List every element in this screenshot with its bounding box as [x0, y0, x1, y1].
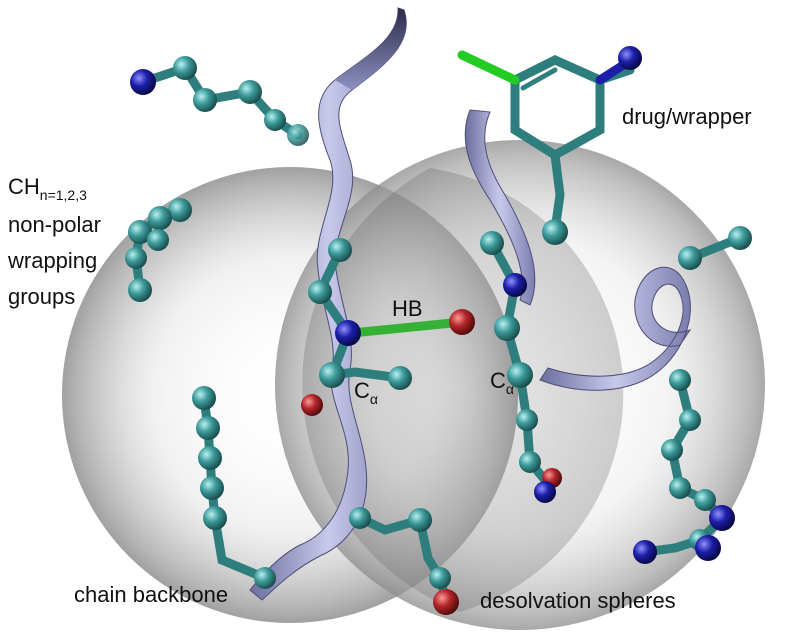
atom-c [193, 88, 217, 112]
drug-chlorine-bond [457, 50, 520, 85]
atom-c [516, 409, 538, 431]
atom-n [633, 540, 657, 564]
atom-n [618, 46, 642, 70]
atom-c [480, 231, 504, 255]
ch-line2: non-polar [8, 212, 101, 237]
atom-c [168, 198, 192, 222]
atom-c [507, 362, 533, 388]
atom-c [679, 409, 701, 431]
atom-c [147, 229, 169, 251]
atom-c [203, 506, 227, 530]
atom-c [519, 451, 541, 473]
atom-c [287, 124, 309, 146]
atom-c [128, 220, 152, 244]
calpha-right-sub: α [505, 381, 514, 397]
atom-c [308, 280, 332, 304]
atoms [125, 46, 752, 615]
ribbon-left-top [335, 8, 407, 90]
atom-n [335, 320, 361, 346]
atom-o [301, 394, 323, 416]
atom-c [669, 369, 691, 391]
atom-c [125, 247, 147, 269]
drug-ring [510, 55, 605, 161]
ribbon-right [464, 109, 536, 306]
ch-subscript: n=1,2,3 [39, 187, 87, 203]
atom-c [661, 439, 683, 461]
atom-c [694, 489, 716, 511]
calpha-left-sub: α [369, 391, 378, 407]
atom-n [503, 273, 527, 297]
calpha-right-main: C [490, 368, 506, 393]
atom-c [669, 477, 691, 499]
atom-c [238, 80, 262, 104]
atom-n [534, 481, 556, 503]
atom-n [709, 505, 735, 531]
chain-backbone-label: chain backbone [74, 582, 229, 607]
drug-wrapper-label: drug/wrapper [622, 104, 752, 129]
atom-c [319, 362, 345, 388]
atom-c [542, 219, 568, 245]
atom-o [433, 589, 459, 615]
atom-n [130, 69, 156, 95]
atom-c [148, 206, 172, 230]
atom-c [200, 476, 224, 500]
ch-groups-label: CHn=1,2,3 [8, 174, 87, 204]
hb-label: HB [392, 296, 423, 321]
atom-c [128, 278, 152, 302]
atom-o [449, 309, 475, 335]
ribbon-right-helix [539, 266, 692, 391]
atom-c [264, 109, 286, 131]
atom-c [678, 246, 702, 270]
atom-c [196, 416, 220, 440]
atom-c [728, 226, 752, 250]
atom-c [173, 56, 197, 80]
desolvation-spheres-label: desolvation spheres [480, 588, 676, 613]
atom-c [198, 446, 222, 470]
ch-line3: wrapping [8, 248, 98, 273]
atom-c [494, 315, 520, 341]
atom-c [388, 366, 412, 390]
atom-c [429, 567, 451, 589]
atom-c [192, 386, 216, 410]
ch-main: CH [8, 174, 40, 199]
atom-c [254, 567, 276, 589]
atom-c [328, 238, 352, 262]
hydrogen-bond [347, 317, 467, 338]
atom-c [408, 508, 432, 532]
calpha-left-label: Cα [354, 378, 378, 408]
ch-line4: groups [8, 284, 76, 309]
drug-ring-inner [520, 67, 558, 91]
drug-methyl [550, 150, 565, 235]
calpha-right-label: Cα [490, 368, 514, 398]
atom-n [695, 535, 721, 561]
atom-c [349, 507, 371, 529]
calpha-left-main: C [354, 378, 370, 403]
